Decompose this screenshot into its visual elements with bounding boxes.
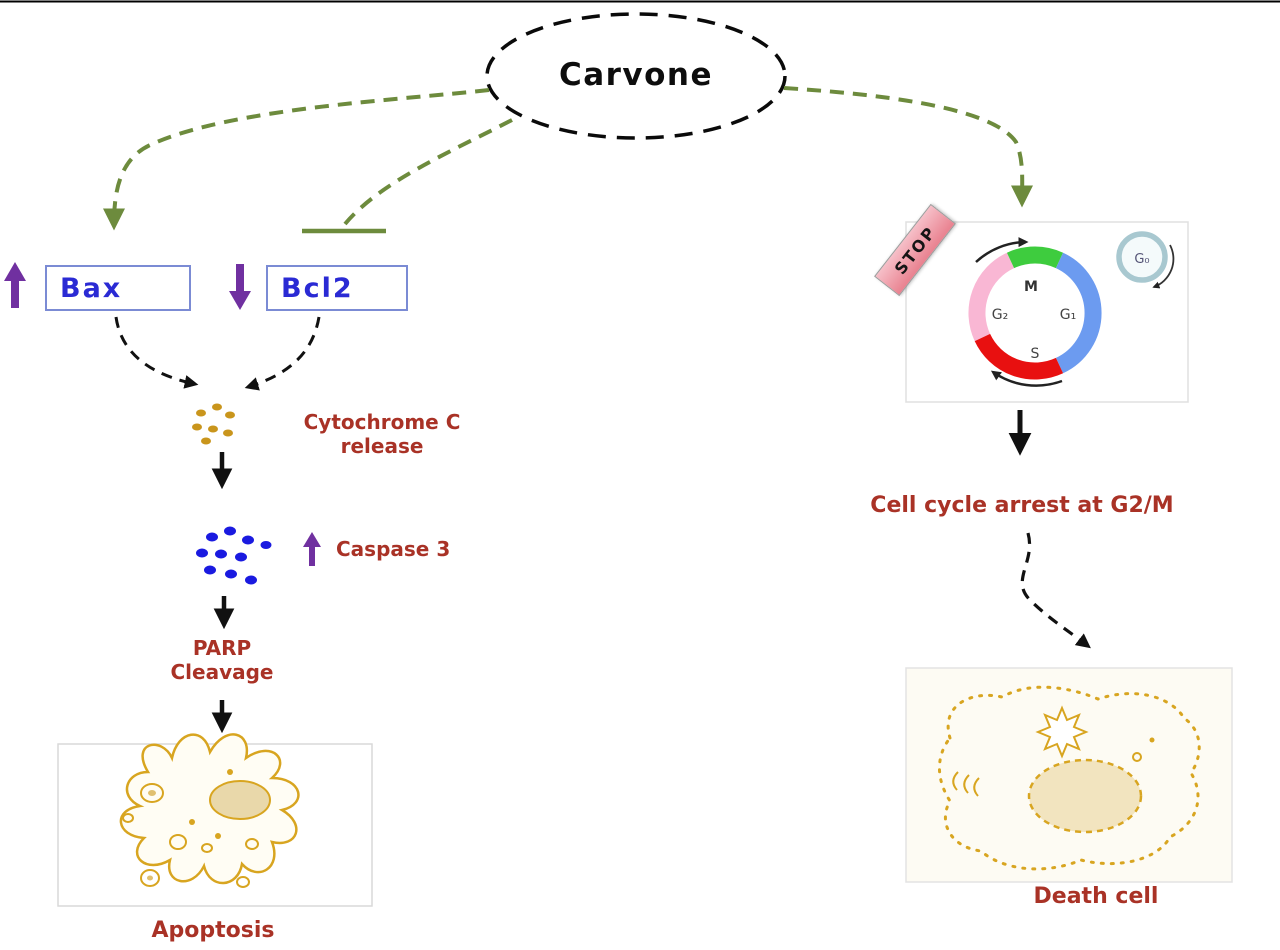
carvone-to-bax-arrow	[103, 88, 490, 231]
cytochrome-line2: release	[340, 434, 424, 458]
cycle-direction-arrow-top	[975, 237, 1029, 263]
carvone-oval	[485, 12, 787, 140]
carvone-to-cellcycle-arrow	[783, 86, 1034, 208]
g0-cycle-arrow	[1152, 244, 1175, 289]
arrest-to-deathcell-arrow	[1020, 532, 1091, 649]
phase-s-arc	[974, 333, 1064, 380]
caspase-up-arrow	[303, 532, 321, 566]
bax-to-cytochrome-arrow	[114, 316, 199, 389]
bax-label: Bax	[60, 272, 123, 304]
phase-g0-label: G₀	[1134, 252, 1149, 267]
parp-line2: Cleavage	[170, 660, 274, 684]
cycle-direction-arrow-bottom	[990, 370, 1063, 387]
phase-g2-arc	[968, 252, 1015, 342]
carvone-title: Carvone	[558, 57, 714, 93]
cytochrome-c-dots	[192, 403, 235, 445]
bcl2-down-arrow	[229, 264, 251, 310]
phase-g2-label: G₂	[992, 307, 1008, 323]
cytochrome-c-label: Cytochrome C release	[290, 410, 474, 458]
phase-g0-ring	[1116, 231, 1168, 283]
cell-cycle-arrest-label: Cell cycle arrest at G2/M	[870, 493, 1174, 518]
caspase-dots	[196, 526, 272, 585]
parp-line1: PARP	[192, 636, 252, 660]
phase-m-label: M	[1024, 279, 1038, 295]
phase-s-label: S	[1031, 346, 1040, 362]
bax-up-arrow	[4, 262, 26, 308]
bcl2-label: Bcl2	[281, 272, 354, 304]
phase-g1-label: G₁	[1060, 307, 1076, 323]
cytochrome-line1: Cytochrome C	[303, 410, 461, 434]
carvone-to-bcl2-inhibitor	[343, 118, 513, 226]
cell-cycle-illustration: M G₁ S G₂ G₀	[905, 221, 1189, 403]
phase-g1-arc	[1055, 252, 1102, 374]
bax-node: Bax	[45, 265, 191, 311]
parp-cleavage-label: PARP Cleavage	[147, 636, 297, 684]
bcl2-to-cytochrome-arrow	[244, 316, 321, 391]
caspase3-label: Caspase 3	[336, 537, 451, 561]
apoptosis-label: Apoptosis	[151, 918, 275, 943]
apoptosis-cell-illustration	[57, 733, 373, 907]
phase-m-arc	[1006, 246, 1064, 269]
death-cell-label: Death cell	[1033, 884, 1159, 909]
bcl2-node: Bcl2	[266, 265, 408, 311]
death-cell-illustration	[905, 667, 1233, 883]
